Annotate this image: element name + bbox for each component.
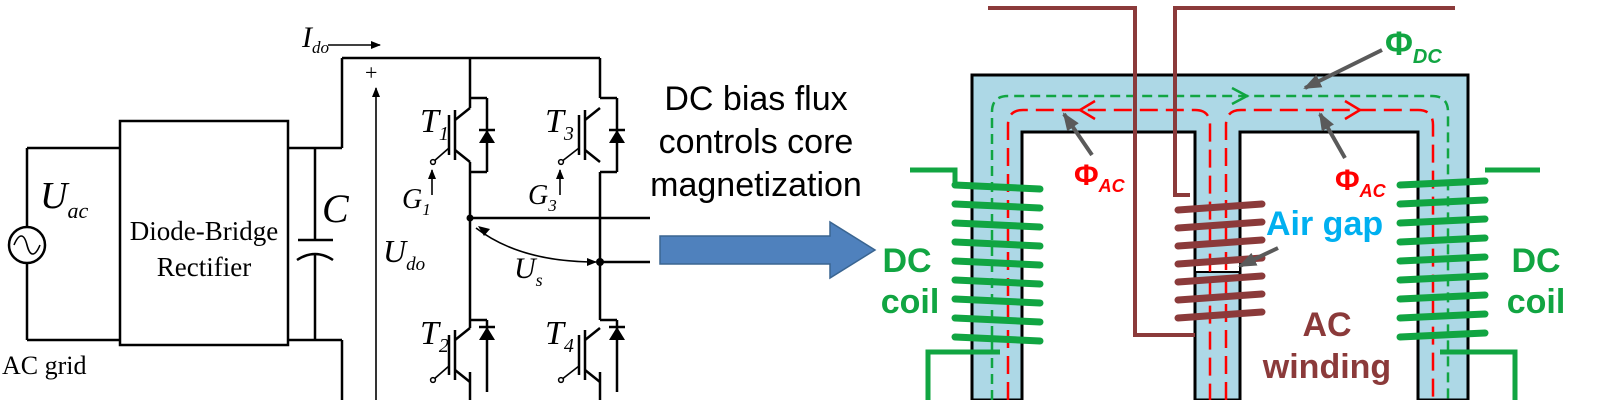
label-phi-ac-right: ΦAC (1335, 164, 1387, 201)
flux-path-dc (990, 94, 1450, 400)
rectifier-label-line1: Diode-Bridge (130, 216, 278, 246)
dc-coil-right (1396, 167, 1540, 400)
right-arrow-icon (659, 220, 877, 280)
ac-winding-lead-right (1173, 6, 1455, 197)
label-air-gap: Air gap (1266, 205, 1383, 243)
label-plus: + (365, 60, 377, 85)
flux-path-ac-right (1224, 108, 1435, 400)
us-arrow (475, 227, 597, 266)
label-phi-dc: ΦDC (1385, 25, 1442, 68)
label-capacitor: C (322, 186, 350, 231)
label-t4: T4 (545, 315, 574, 357)
igbt-t3 (557, 96, 625, 174)
label-t1: T1 (420, 103, 449, 145)
middle-text-line3: magnetization (650, 166, 862, 204)
label-t2: T2 (420, 315, 449, 357)
middle-text-line2: controls core (659, 123, 854, 161)
sine-wave-icon (13, 235, 41, 255)
middle-explanation: DC bias flux controls core magnetization (650, 80, 877, 280)
node-dot (596, 258, 604, 266)
label-dc-coil-right-line2: coil (1507, 283, 1566, 321)
igbt-t2 (429, 318, 495, 392)
middle-text-line1: DC bias flux (664, 80, 847, 118)
label-i-do: Ido (301, 21, 329, 57)
label-g3: G3 (528, 180, 557, 215)
circuit-schematic: Ido + Uac Diode-Bridge Rectifier C Udo U… (2, 21, 650, 400)
core-body (970, 73, 1470, 400)
rectifier-label-line2: Rectifier (157, 252, 251, 282)
flux-path-ac-left (1006, 108, 1212, 400)
label-t3: T3 (545, 103, 574, 145)
igbt-t1 (429, 96, 495, 174)
node-dot (466, 214, 474, 222)
ac-winding-lead-left (988, 6, 1195, 337)
label-u-do: Udo (383, 233, 425, 275)
flux-dc-arrow (1231, 86, 1250, 106)
magnetic-core-diagram: ΦDC ΦAC ΦAC Air gap DC coil DC coil AC w… (881, 6, 1566, 400)
label-u-s: Us (514, 252, 543, 290)
igbt-t4 (557, 318, 625, 392)
label-u-ac: Uac (40, 175, 88, 223)
flux-ac-arrow-left (1077, 99, 1096, 121)
diode-bridge-rectifier-box (118, 119, 290, 347)
pointer-phi-dc (1303, 48, 1383, 90)
pointer-phi-ac-right (1318, 112, 1347, 159)
flux-ac-arrow-right (1344, 99, 1363, 121)
label-ac-winding-line1: AC (1302, 306, 1351, 344)
label-dc-coil-right-line1: DC (1511, 242, 1560, 280)
label-ac-grid: AC grid (2, 351, 87, 380)
pointer-air-gap (1238, 246, 1279, 268)
label-g1: G1 (402, 184, 431, 219)
label-dc-coil-left-line1: DC (882, 242, 931, 280)
label-phi-ac-left: ΦAC (1074, 159, 1126, 196)
label-dc-coil-left-line2: coil (881, 283, 940, 321)
pointer-phi-ac-left (1062, 112, 1094, 157)
dc-coil-left (910, 167, 1044, 400)
label-ac-winding-line2: winding (1262, 348, 1391, 386)
